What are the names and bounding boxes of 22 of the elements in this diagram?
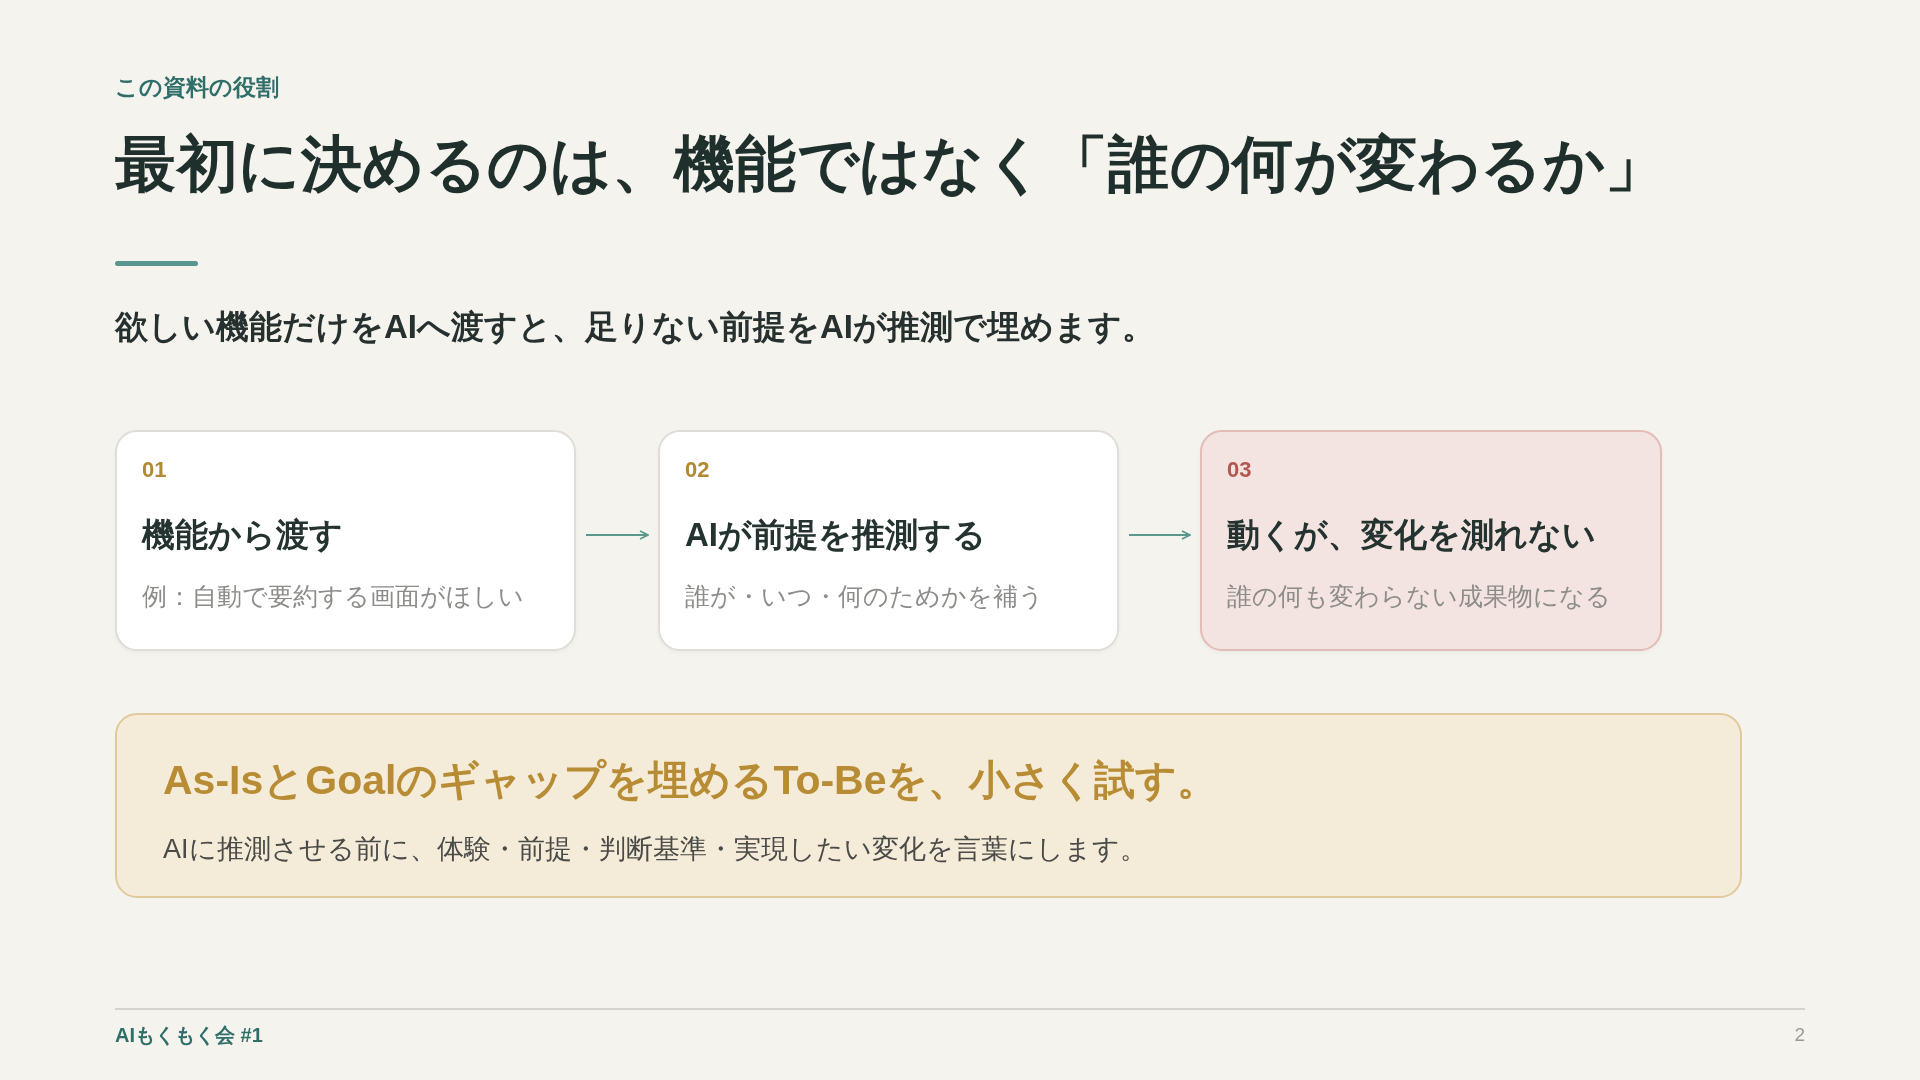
arrow [1128, 530, 1191, 540]
step-card [658, 430, 1119, 651]
footer-label: AIもくもく会 #1 [115, 1023, 263, 1048]
title: 最初に決めるのは、機能ではなく「誰の何が変わるか」 [115, 129, 1667, 200]
subtitle: 欲しい機能だけをAIへ渡すと、足りない前提をAIが推測で埋めます。 [115, 307, 1155, 347]
callout-text: AIに推測させる前に、体験・前提・判断基準・実現したい変化を言葉にします。 [163, 833, 1147, 866]
step-card [1200, 430, 1662, 651]
callout-heading: As-IsとGoalのギャップを埋めるTo-Beを、小さく試す。 [163, 756, 1219, 805]
card-heading: AIが前提を推測する [685, 515, 986, 555]
card-text: 誰が・いつ・何のためかを補う [685, 582, 1044, 612]
arrow [585, 530, 649, 540]
page-number: 2 [1794, 1023, 1805, 1047]
step-number: 03 [1227, 456, 1252, 484]
step-number: 01 [142, 456, 167, 484]
step-number: 02 [685, 456, 710, 484]
card-text: 例：自動で要約する画面がほしい [142, 582, 524, 612]
callout-box [115, 713, 1742, 898]
card-heading: 機能から渡す [142, 515, 343, 555]
card-heading: 動くが、変化を測れない [1227, 515, 1596, 555]
step-card [115, 430, 576, 651]
card-text: 誰の何も変わらない成果物になる [1227, 582, 1611, 612]
eyebrow-label: この資料の役割 [115, 73, 279, 102]
